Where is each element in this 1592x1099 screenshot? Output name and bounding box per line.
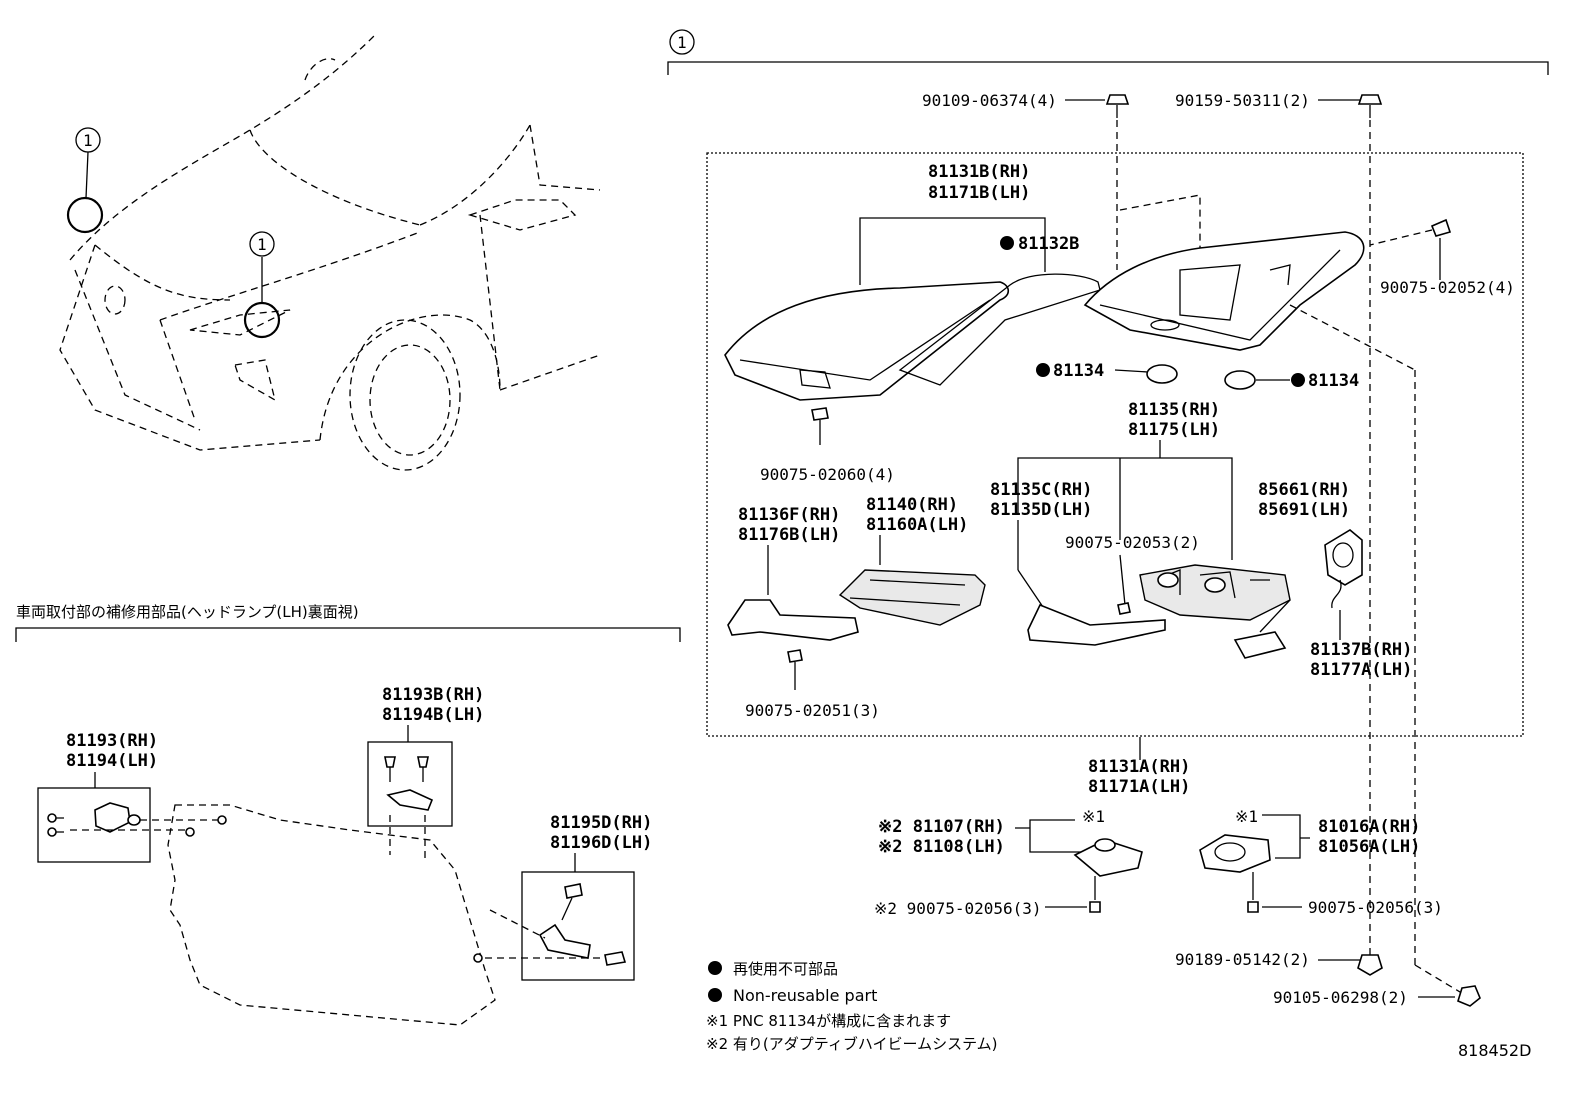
headlamp-locator-circle [66,196,104,234]
part-label: ※2 81107(RH) [878,817,1005,837]
note-mark: ※1 [1235,807,1258,826]
part-label: 81131A(RH) [1088,757,1190,777]
part-label: 85661(RH) [1258,480,1350,500]
non-reusable-dot-icon [1000,236,1014,250]
part-label: 81135D(LH) [990,500,1092,520]
trim-bracket [727,599,859,641]
part-label: 81135C(RH) [990,480,1092,500]
part-label: 90159-50311(2) [1175,91,1310,110]
part-label: 81194B(LH) [382,705,484,725]
part-label: 81131B(RH) [928,162,1030,182]
part-label: ※2 90075-02056(3) [874,899,1042,918]
bolt-icon [1457,985,1481,1007]
part-label: 81134 [1308,371,1359,391]
headlamp-locator-circle [243,301,281,339]
part-label: 90075-02053(2) [1065,533,1200,552]
drl-module [838,569,986,626]
trim-drl-group: 81136F(RH) 81176B(LH) 90075-02051(3) 811… [727,495,986,720]
headlamp-lens [724,281,1010,401]
headlamp-housing [1083,231,1365,351]
non-reusable-dot-icon [708,988,722,1002]
repair-kit-box [367,741,453,827]
assembly-callout-number: 1 [677,33,687,52]
top-bolts: 90109-06374(4) 90159-50311(2) [922,91,1383,955]
non-reusable-dot-icon [708,961,722,975]
legend-text: Non-reusable part [733,986,877,1005]
assembly-group: 1 [667,29,1549,737]
lower-bracket [1027,603,1166,646]
repair-kit-box [37,787,151,863]
part-label: 90109-06374(4) [922,91,1057,110]
part-label: 81176B(LH) [738,525,840,545]
callout-number: 1 [257,235,267,254]
part-label: 85691(LH) [1258,500,1350,520]
inner-unit-group: 81135(RH) 81175(LH) 81135C(RH) 81135D(LH… [990,400,1412,680]
leveling-sensor [1199,834,1271,873]
nut-icon [1357,954,1383,976]
non-reusable-dot-icon [1291,373,1305,387]
part-label: 90075-02056(3) [1308,898,1443,917]
part-label: 81137B(RH) [1310,640,1412,660]
part-label: 81177A(LH) [1310,660,1412,680]
legend-text: 再使用不可部品 [733,960,838,978]
part-label: 81194(LH) [66,751,158,771]
callout-number: 1 [83,131,93,150]
part-label: 90075-02060(4) [760,465,895,484]
part-label: 81171B(LH) [928,183,1030,203]
part-label: 81136F(RH) [738,505,840,525]
cover-part [1324,529,1363,586]
legend: 再使用不可部品 Non-reusable part ※1 PNC 81134が構… [706,960,998,1053]
part-label: 81016A(RH) [1318,817,1420,837]
lens-group: 81131B(RH) 81171B(LH) 81132B 90075-02060… [724,162,1101,484]
o-rings: 81134 81134 [1036,361,1359,391]
part-label: 81196D(LH) [550,833,652,853]
headlamp-back-outline [167,804,496,1026]
lower-parts: ※2 81107(RH) ※2 81108(LH) ※1 ※2 90075-02… [874,807,1481,1007]
non-reusable-dot-icon [1036,363,1050,377]
part-label: 81135(RH) [1128,400,1220,420]
part-label: 81132B [1018,234,1079,254]
part-label: 81171A(LH) [1088,777,1190,797]
assembly-label: 81131A(RH) 81171A(LH) [1088,737,1190,797]
part-label: 90105-06298(2) [1273,988,1408,1007]
part-label: 81160A(LH) [866,515,968,535]
note-mark: ※1 [1082,807,1105,826]
legend-note: ※2 有り(アダプティブハイビームシステム) [706,1035,998,1053]
repair-parts-section: 車両取付部の補修用部品(ヘッドランプ(LH)裏面視) 81193(RH) 811… [15,603,681,1026]
part-label: 81134 [1053,361,1104,381]
ecu-module [1233,631,1287,659]
part-label: 90075-02052(4) [1380,278,1515,297]
part-label: 81193B(RH) [382,685,484,705]
part-label: 81193(RH) [66,731,158,751]
part-label: 81195D(RH) [550,813,652,833]
part-label: 81175(LH) [1128,420,1220,440]
part-label: 90189-05142(2) [1175,950,1310,969]
vehicle-front-view: 1 1 [59,34,601,471]
part-label: 81056A(LH) [1318,837,1420,857]
part-label: 90075-02051(3) [745,701,880,720]
assembly-box [706,152,1524,737]
part-label: ※2 81108(LH) [878,837,1005,857]
section-heading: 車両取付部の補修用部品(ヘッドランプ(LH)裏面視) [16,603,359,621]
repair-kit-box [521,871,635,981]
housing-group: 90075-02052(4) [1083,194,1515,996]
part-label: 81140(RH) [866,495,958,515]
diagram-id: 818452D [1458,1041,1531,1060]
legend-note: ※1 PNC 81134が構成に含まれます [706,1012,951,1030]
